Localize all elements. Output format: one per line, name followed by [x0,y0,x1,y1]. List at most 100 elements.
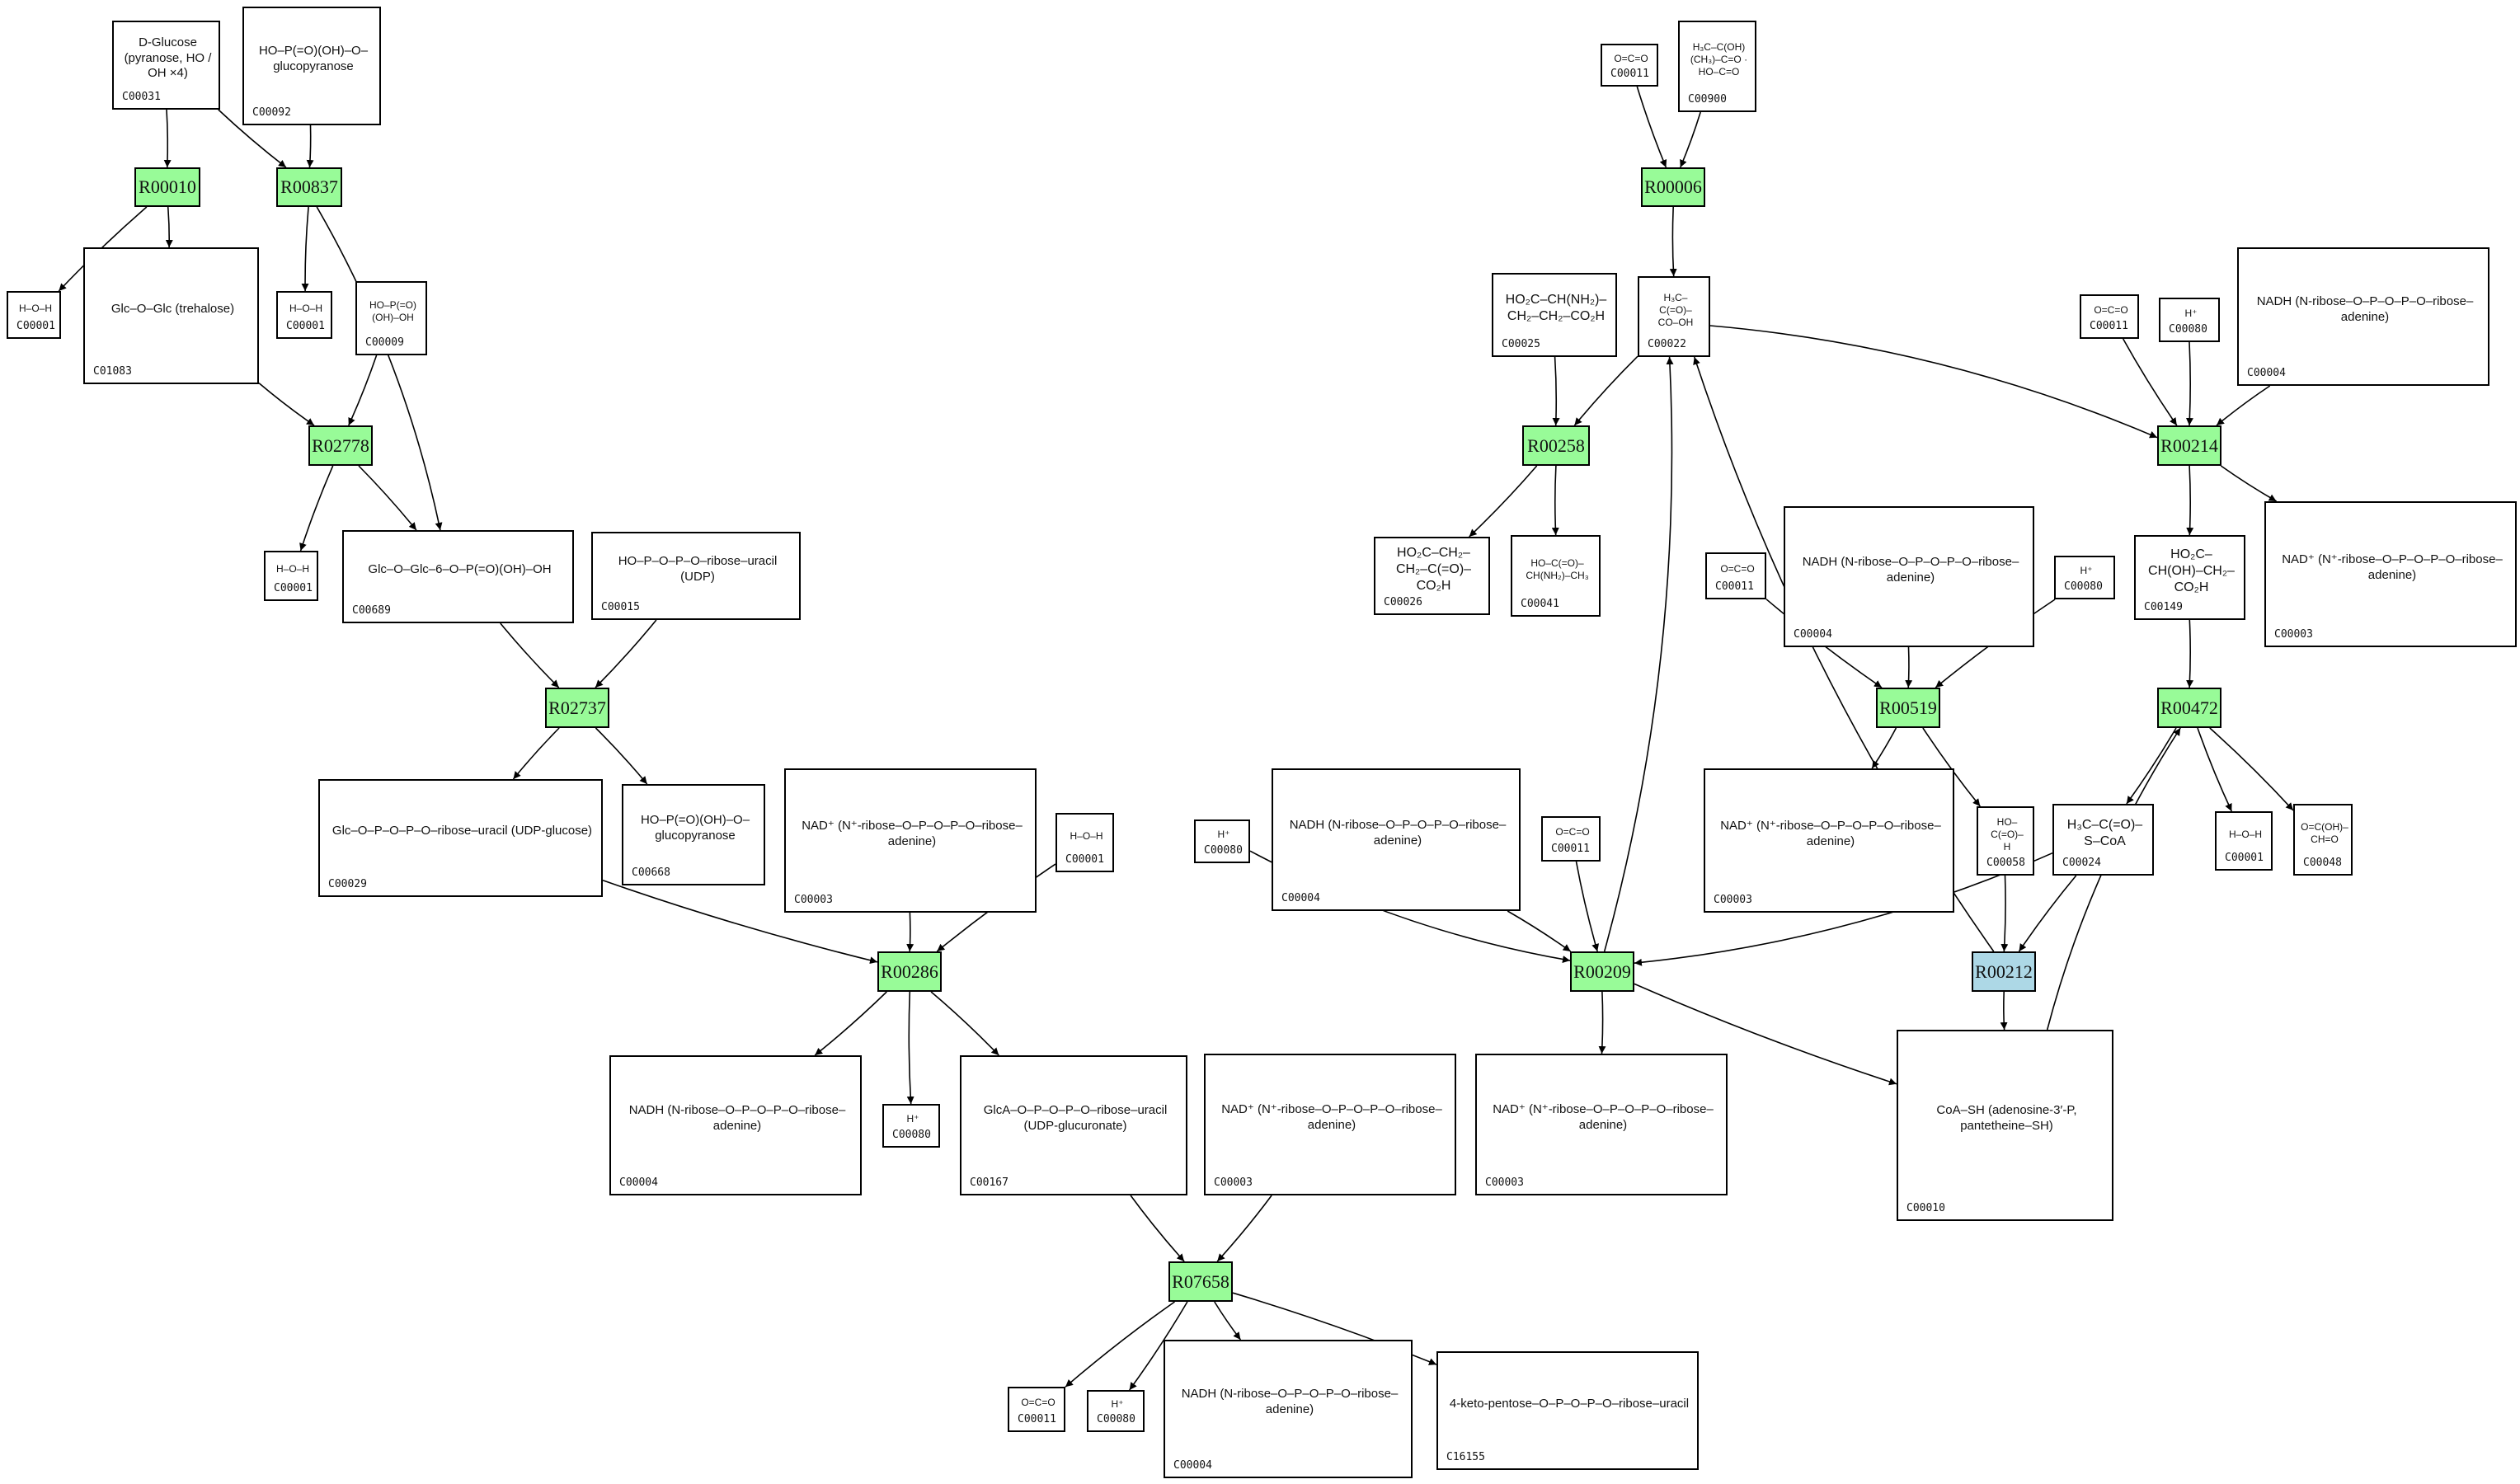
edge-r07658-to-c00011a [1065,1301,1175,1388]
structure-depiction: H₃C–C(=O)–S–CoA [2066,817,2143,848]
compound-id-label: C01083 [93,365,132,378]
structure-depiction: O=C=O [1614,52,1648,64]
compound-node-c00004[interactable]: NADH (N-ribose–O–P–O–P–O–ribose–adenine)… [1784,506,2034,647]
compound-id-label: C00001 [1065,853,1104,866]
structure-depiction: H⁺ [1111,1398,1124,1410]
compound-node-c00004[interactable]: NADH (N-ribose–O–P–O–P–O–ribose–adenine)… [1272,768,1521,911]
compound-node-c00080[interactable]: H⁺C00080 [2159,298,2220,342]
reaction-node-r00010[interactable]: R00010 [134,167,200,207]
compound-node-c00003[interactable]: NAD⁺ (N⁺-ribose–O–P–O–P–O–ribose–adenine… [1704,768,1954,913]
compound-id-label: C00048 [2303,857,2342,869]
reaction-node-r00472[interactable]: R00472 [2157,688,2221,728]
compound-id-label: C00167 [970,1176,1008,1189]
compound-id-label: C00080 [1204,844,1243,857]
compound-node-c00003[interactable]: NAD⁺ (N⁺-ribose–O–P–O–P–O–ribose–adenine… [2264,501,2517,647]
reaction-node-r00519[interactable]: R00519 [1876,688,1940,728]
edge-c00004c-to-r00214 [2216,385,2271,426]
compound-node-c00031[interactable]: D-Glucose (pyranose, HO / OH ×4)C00031 [112,21,220,110]
compound-node-c00004[interactable]: NADH (N-ribose–O–P–O–P–O–ribose–adenine)… [2237,247,2489,386]
edge-r00209-to-c00022 [1603,356,1674,952]
compound-id-label: C00001 [2225,852,2264,864]
reaction-node-r00209[interactable]: R00209 [1570,951,1634,992]
structure-depiction: Glc–O–P–O–P–O–ribose–uracil (UDP-glucose… [331,824,593,838]
edge-c00029-to-r00286 [602,880,878,965]
edge-c00058-to-r00212 [2000,875,2009,952]
compound-id-label: C00092 [252,106,291,119]
compound-id-label: C00011 [1610,68,1649,80]
compound-node-c00029[interactable]: Glc–O–P–O–P–O–ribose–uracil (UDP-glucose… [318,779,603,897]
compound-id-label: C00011 [1551,843,1590,855]
reaction-node-r00212[interactable]: R00212 [1972,951,2036,992]
compound-node-c00080[interactable]: H⁺C00080 [882,1104,940,1148]
compound-id-label: C00009 [365,336,404,349]
edge-c00024-to-r00212 [2018,875,2077,952]
compound-node-c00080[interactable]: H⁺ C00080 [1087,1390,1145,1432]
reaction-node-r02737[interactable]: R02737 [545,688,609,728]
edge-c00004e-to-r00209 [1507,910,1572,952]
compound-node-c00010[interactable]: CoA–SH (adenosine-3′-P, pantetheine–SH)C… [1897,1030,2113,1221]
edge-r00010-to-c01083 [165,206,173,248]
edge-r00286-to-c00080a [906,991,914,1105]
compound-node-c00004[interactable]: NADH (N-ribose–O–P–O–P–O–ribose–adenine)… [609,1055,862,1195]
compound-node-c01083[interactable]: Glc–O–Glc (trehalose) C01083 [83,247,259,384]
compound-node-c00015[interactable]: HO–P–O–P–O–ribose–uracil (UDP)C00015 [591,532,801,620]
compound-node-c00167[interactable]: GlcA–O–P–O–P–O–ribose–uracil (UDP-glucur… [960,1055,1187,1195]
reaction-node-r00214[interactable]: R00214 [2157,425,2221,466]
compound-node-c00011[interactable]: O=C=O C00011 [1601,44,1658,87]
compound-id-label: C00024 [2062,857,2101,869]
compound-id-label: C00080 [1097,1413,1135,1425]
compound-node-c00080[interactable]: H⁺C00080 [2054,556,2115,599]
reaction-node-r00837[interactable]: R00837 [276,167,342,207]
compound-node-c00003[interactable]: NAD⁺ (N⁺-ribose–O–P–O–P–O–ribose–adenine… [1475,1054,1728,1195]
compound-node-c00080[interactable]: H⁺C00080 [1194,819,1250,863]
reaction-node-r00286[interactable]: R00286 [877,951,942,992]
edge-r00209-to-c00003c [1598,991,1606,1054]
compound-node-c00003[interactable]: NAD⁺ (N⁺-ribose–O–P–O–P–O–ribose–adenine… [784,768,1037,913]
reaction-node-r00258[interactable]: R00258 [1522,425,1590,466]
compound-id-label: C00004 [1173,1459,1212,1472]
structure-depiction: NADH (N-ribose–O–P–O–P–O–ribose–adenine) [2256,294,2474,324]
reaction-node-r02778[interactable]: R02778 [308,425,373,466]
edge-r00214-to-c00149 [2186,465,2194,536]
compound-id-label: C00003 [1214,1176,1253,1189]
compound-node-c00004[interactable]: NADH (N-ribose–O–P–O–P–O–ribose–adenine)… [1164,1340,1413,1478]
structure-depiction: Glc–O–Glc (trehalose) [110,301,235,316]
compound-node-c00003[interactable]: NAD⁺ (N⁺-ribose–O–P–O–P–O–ribose–adenine… [1204,1054,1456,1195]
edge-r07658-to-c00004b [1214,1301,1242,1341]
compound-node-c00001[interactable]: H–O–H C00001 [1055,813,1114,872]
structure-depiction: NAD⁺ (N⁺-ribose–O–P–O–P–O–ribose–adenine… [802,818,1023,848]
structure-depiction: HO₂C–CH(OH)–CH₂–CO₂H [2148,547,2235,594]
structure-depiction: H–O–H [1070,829,1103,842]
edge-c00024-to-r00209 [1634,852,2053,966]
edge-c00900-to-r00006 [1680,111,1701,168]
edge-r00472-to-c00001e [2197,727,2233,812]
edge-c01083-to-r02778 [258,382,315,426]
compound-node-c00024[interactable]: H₃C–C(=O)–S–CoA C00024 [2052,804,2154,876]
reaction-node-r07658[interactable]: R07658 [1168,1261,1233,1302]
edge-c00092-to-r00837 [306,124,314,168]
compound-id-label: C00004 [619,1176,658,1189]
edge-c00009-to-r02778 [348,355,378,426]
reaction-node-r00006[interactable]: R00006 [1641,167,1705,207]
